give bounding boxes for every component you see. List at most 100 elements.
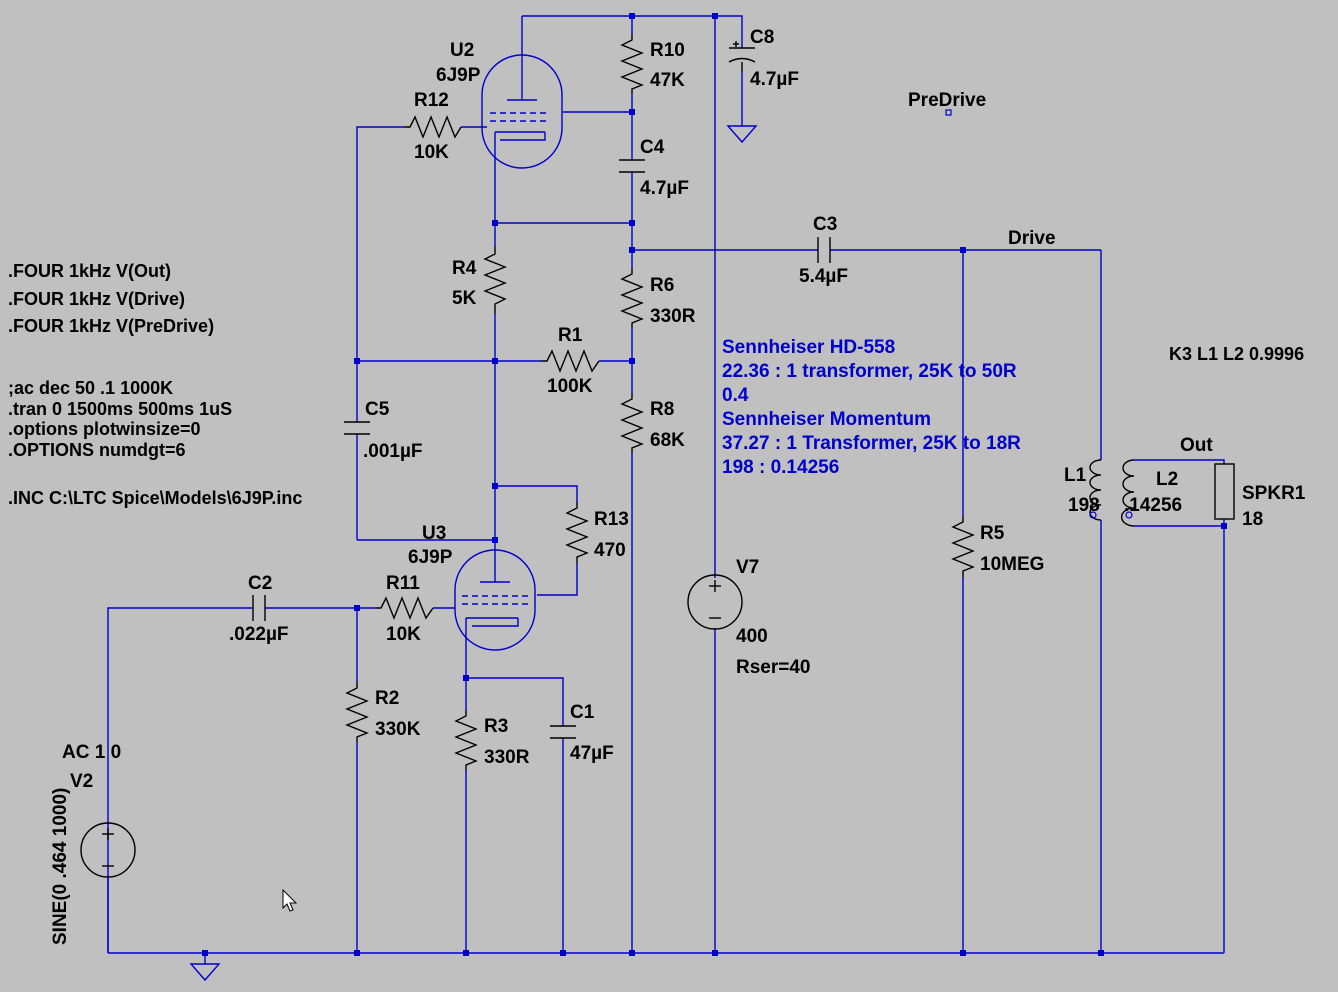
u3-value: 6J9P [408, 547, 453, 568]
l2-value: .14256 [1124, 495, 1182, 516]
l2-name: L2 [1156, 469, 1178, 490]
r6-value: 330R [650, 306, 696, 327]
v2-value: SINE(0 .464 1000) [50, 788, 71, 945]
r1-symbol[interactable] [541, 349, 600, 373]
r8-symbol[interactable] [620, 393, 644, 453]
comment-line-1[interactable]: Sennheiser HD-558 [722, 337, 895, 358]
r12-value: 10K [414, 142, 449, 163]
c5-symbol[interactable] [344, 421, 370, 435]
c8-symbol[interactable] [728, 41, 756, 72]
r11-value: 10K [386, 624, 421, 645]
spkr1-name: SPKR1 [1242, 483, 1306, 504]
directive-four-out[interactable]: .FOUR 1kHz V(Out) [8, 261, 171, 281]
directive-inc[interactable]: .INC C:\LTC Spice\Models\6J9P.inc [8, 488, 302, 508]
l1-name: L1 [1064, 465, 1087, 486]
c1-name: C1 [570, 702, 595, 723]
r1-name: R1 [558, 325, 583, 346]
c4-value: 4.7µF [640, 178, 689, 199]
u3-name: U3 [422, 523, 446, 544]
c2-symbol[interactable] [252, 595, 266, 621]
ground-symbol-c8 [726, 72, 758, 144]
directive-options-numdgt[interactable]: .OPTIONS numdgt=6 [8, 440, 186, 460]
r4-value: 5K [452, 288, 477, 309]
directive-four-drive[interactable]: .FOUR 1kHz V(Drive) [8, 289, 185, 309]
comment-line-3[interactable]: 0.4 [722, 385, 749, 406]
l1-value: 198 [1068, 495, 1100, 516]
predrive-flag-pin[interactable] [945, 109, 952, 116]
c4-name: C4 [640, 137, 665, 158]
r3-symbol[interactable] [454, 710, 478, 770]
r3-name: R3 [484, 716, 508, 737]
r10-value: 47K [650, 70, 685, 91]
net-labels: PreDrive Drive Out [908, 90, 1213, 456]
u2-name: U2 [450, 40, 474, 61]
comment-line-4[interactable]: Sennheiser Momentum [722, 409, 931, 430]
wires [107, 15, 1225, 954]
c4-symbol[interactable] [619, 159, 645, 173]
net-label-predrive[interactable]: PreDrive [908, 90, 986, 111]
spkr1-value: 18 [1242, 509, 1263, 530]
r2-value: 330K [375, 719, 421, 740]
directive-coupling-k3[interactable]: K3 L1 L2 0.9996 [1169, 344, 1304, 364]
mouse-cursor-icon [282, 888, 298, 912]
spkr1-symbol[interactable] [1214, 463, 1235, 520]
r6-name: R6 [650, 275, 674, 296]
comments: Sennheiser HD-558 22.36 : 1 transformer,… [722, 337, 1021, 478]
c8-value: 4.7µF [750, 69, 799, 90]
directive-tran[interactable]: .tran 0 1500ms 500ms 1uS [8, 399, 232, 419]
r8-name: R8 [650, 399, 674, 420]
c1-symbol[interactable] [550, 725, 576, 739]
comment-line-6[interactable]: 198 : 0.14256 [722, 457, 839, 478]
c2-name: C2 [248, 573, 272, 594]
r6-symbol[interactable] [620, 268, 644, 328]
c8-name: C8 [750, 27, 774, 48]
r12-name: R12 [414, 90, 449, 111]
c3-name: C3 [813, 214, 837, 235]
directive-options-plotwinsize[interactable]: .options plotwinsize=0 [8, 419, 201, 439]
v7-rser: Rser=40 [736, 657, 810, 678]
directive-four-predrive[interactable]: .FOUR 1kHz V(PreDrive) [8, 316, 214, 336]
directive-ac[interactable]: ;ac dec 50 .1 1000K [8, 378, 173, 398]
r11-symbol[interactable] [375, 596, 434, 620]
r10-symbol[interactable] [620, 34, 644, 94]
r11-name: R11 [386, 573, 420, 594]
c3-value: 5.4µF [799, 266, 848, 287]
r13-value: 470 [594, 540, 626, 561]
component-labels: U2 6J9P U3 6J9P R10 47K R12 10K R4 5K R6… [50, 27, 1306, 945]
junctions [202, 13, 1227, 956]
r5-name: R5 [980, 523, 1005, 544]
l2-inductor-symbol[interactable] [1120, 459, 1135, 527]
ground-symbol [189, 953, 221, 982]
u2-value: 6J9P [436, 65, 481, 86]
c2-value: .022µF [229, 624, 289, 645]
comment-line-2[interactable]: 22.36 : 1 transformer, 25K to 50R [722, 361, 1017, 382]
c1-value: 47µF [570, 743, 614, 764]
comment-line-5[interactable]: 37.27 : 1 Transformer, 25K to 18R [722, 433, 1021, 454]
c5-name: C5 [365, 399, 390, 420]
r2-name: R2 [375, 688, 399, 709]
v2-name: V2 [70, 771, 93, 792]
r13-symbol[interactable] [565, 502, 589, 563]
spice-directives: .FOUR 1kHz V(Out) .FOUR 1kHz V(Drive) .F… [8, 261, 1304, 508]
r5-value: 10MEG [980, 554, 1044, 575]
r1-value: 100K [547, 376, 593, 397]
r5-symbol[interactable] [951, 516, 975, 578]
r4-name: R4 [452, 258, 477, 279]
r13-name: R13 [594, 509, 629, 530]
v2-source-symbol[interactable] [80, 822, 136, 878]
u2-tube-symbol[interactable] [481, 54, 563, 169]
v7-source-symbol[interactable] [687, 574, 743, 630]
c5-value: .001µF [363, 441, 423, 462]
c3-symbol[interactable] [817, 237, 831, 263]
v7-name: V7 [736, 557, 759, 578]
r4-symbol[interactable] [483, 246, 507, 314]
r10-name: R10 [650, 40, 685, 61]
l1-inductor-symbol[interactable] [1089, 459, 1102, 521]
net-label-out[interactable]: Out [1180, 435, 1213, 456]
v2-ac: AC 1 0 [62, 742, 121, 763]
r12-symbol[interactable] [404, 115, 462, 139]
net-label-drive[interactable]: Drive [1008, 228, 1056, 249]
r2-symbol[interactable] [345, 682, 369, 742]
u3-tube-symbol[interactable] [454, 549, 536, 651]
